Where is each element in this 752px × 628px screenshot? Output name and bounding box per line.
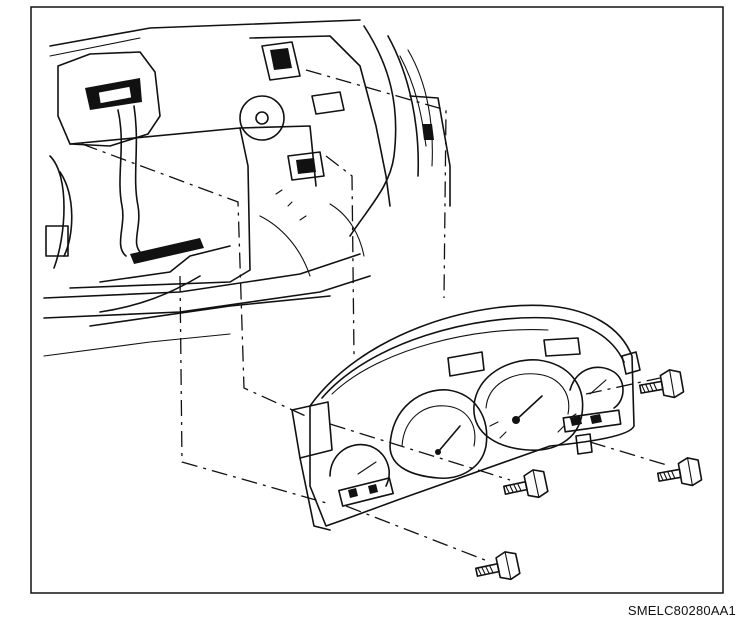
instrument-panel-carrier bbox=[43, 19, 451, 357]
bolt-icon bbox=[656, 457, 703, 487]
bolt-icon bbox=[503, 469, 549, 499]
figure-frame bbox=[30, 6, 724, 594]
figure-reference-code: SMELC80280AA1 bbox=[627, 603, 736, 618]
bolt-icon bbox=[475, 551, 521, 581]
exploded-view-drawing bbox=[30, 6, 724, 594]
instrument-cluster bbox=[291, 304, 641, 531]
bolt-icon bbox=[638, 369, 685, 399]
